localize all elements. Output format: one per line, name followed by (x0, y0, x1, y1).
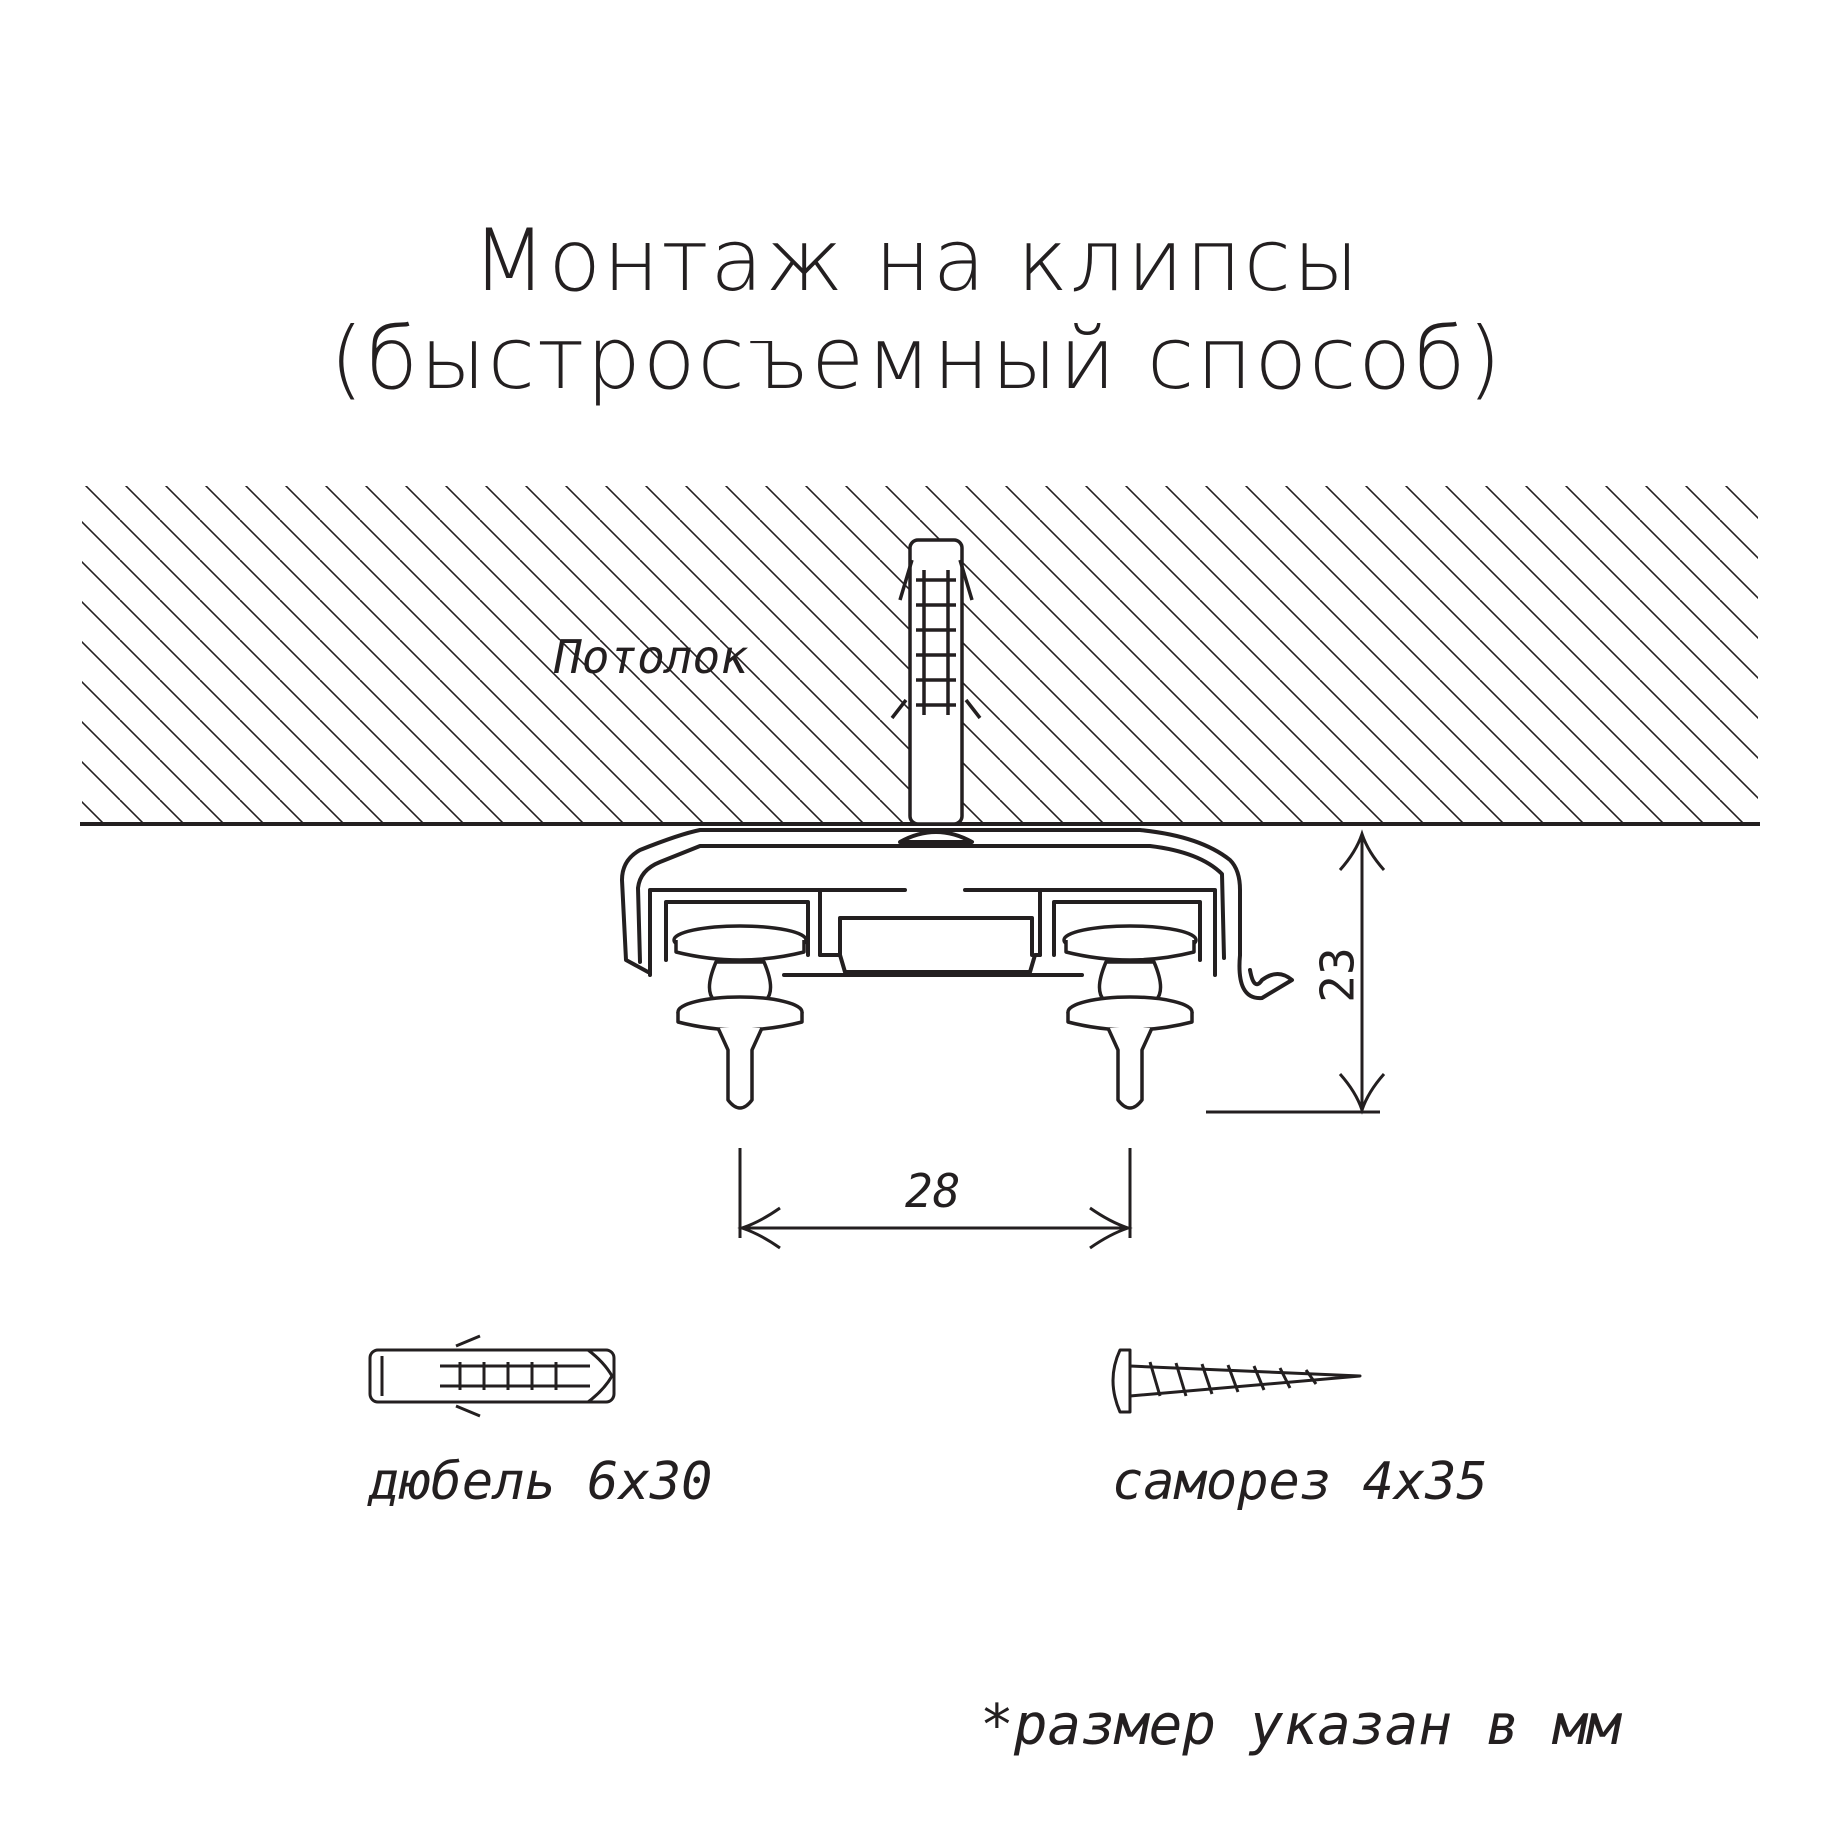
curtain-profile (620, 828, 1294, 1001)
glider-left (672, 924, 808, 1110)
dimension-width (737, 1148, 1133, 1250)
dimension-width-label: 28 (905, 1164, 961, 1218)
dowel-in-ceiling (890, 538, 982, 826)
ceiling-label: Потолок (554, 630, 748, 684)
dowel-icon (368, 1334, 616, 1418)
glider-right (1062, 924, 1198, 1110)
dimension-height (1206, 829, 1386, 1115)
screw-label: саморез 4х35 (1112, 1452, 1488, 1512)
screw-icon (1111, 1348, 1362, 1414)
title-line-1: Монтаж на клипсы (472, 211, 1361, 311)
title-line-2: (быстросъемный способ) (329, 309, 1504, 409)
footnote-label: *размер указан в мм (980, 1693, 1621, 1758)
dimension-height-label: 23 (1310, 947, 1365, 1003)
dowel-label: дюбель 6х30 (368, 1452, 713, 1512)
